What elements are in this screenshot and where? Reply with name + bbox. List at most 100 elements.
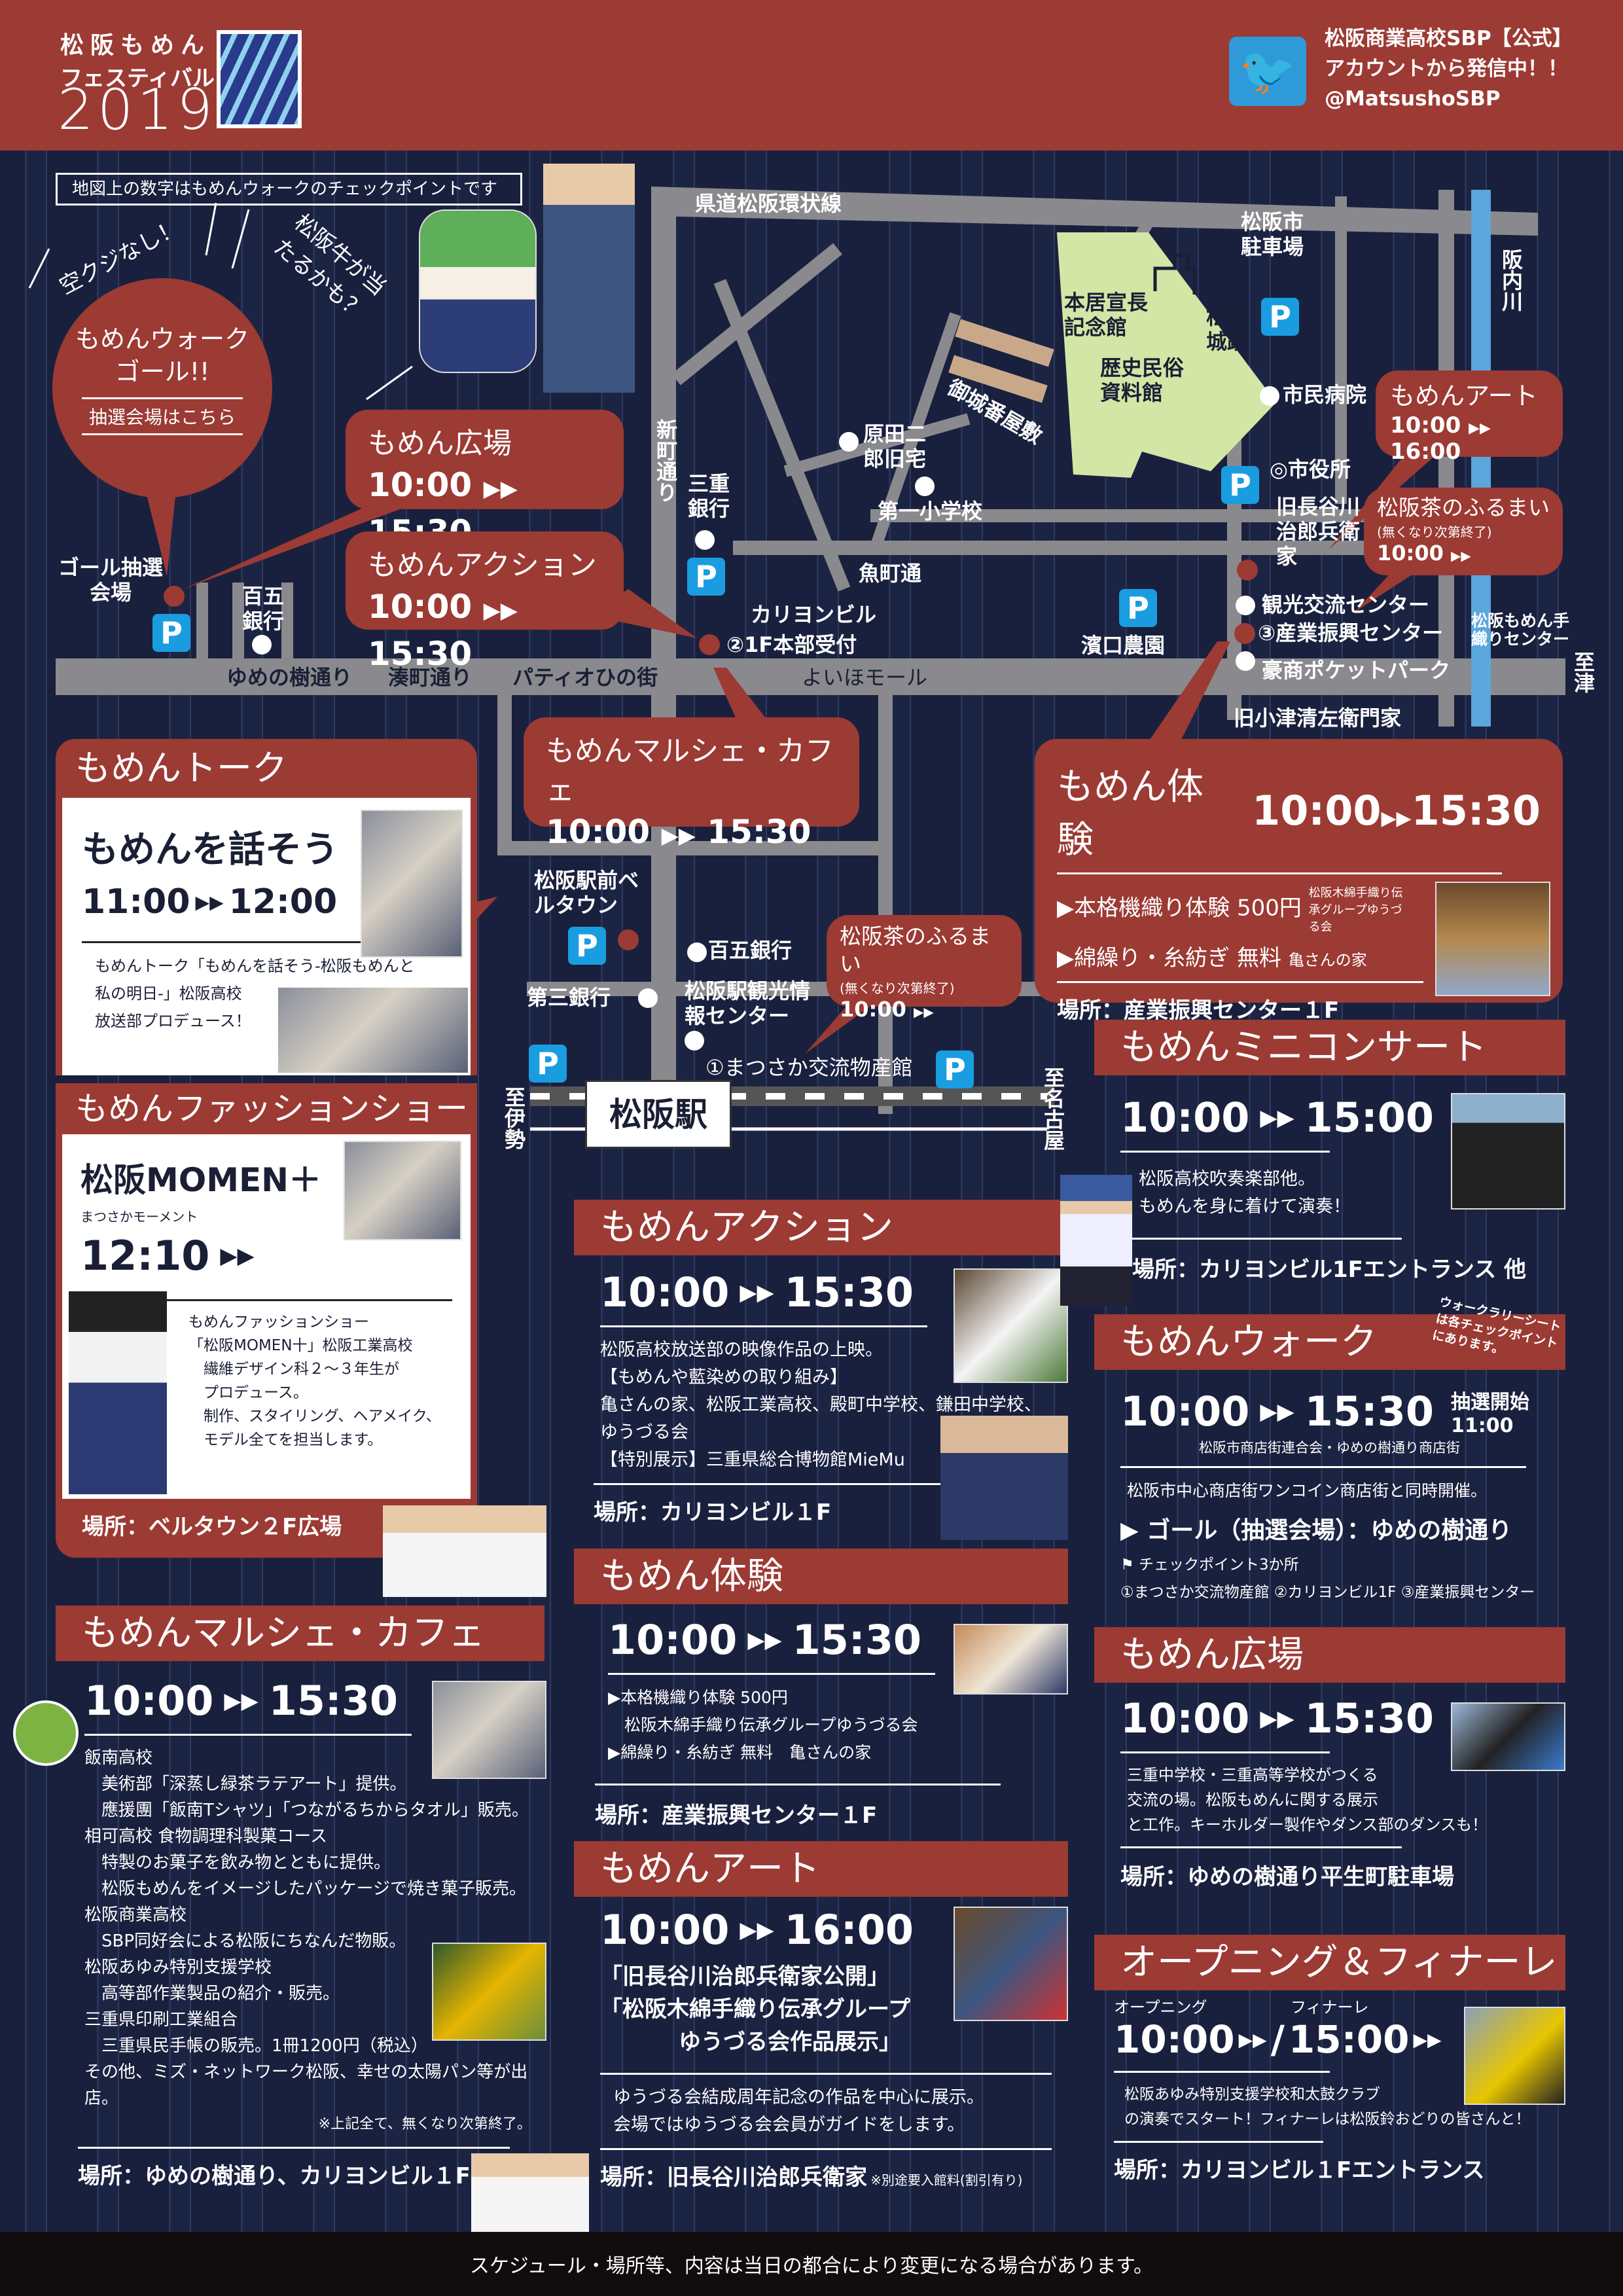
dance-photo bbox=[1451, 1702, 1565, 1771]
art-line: ゆうづる会結成周年記念の作品を中心に展示。 bbox=[613, 2087, 984, 2108]
place: 場所：ベルタウン２F広場 bbox=[82, 1514, 342, 1540]
twitter-line2: アカウントから発信中！！ bbox=[1325, 57, 1568, 81]
end-time: 15:30 bbox=[1304, 1388, 1435, 1435]
end-time: 12:00 bbox=[228, 882, 338, 922]
marche-line: 高等部作業製品の紹介・販売。 bbox=[84, 1984, 340, 2003]
label-mie-bank: 三重銀行 bbox=[688, 471, 730, 521]
double-arrow-icon: ▶▶ bbox=[224, 1687, 259, 1714]
start-time: 10:00 bbox=[368, 466, 473, 504]
finale-label: フィナーレ bbox=[1291, 1998, 1369, 2017]
start-time: 10:00 bbox=[1120, 1388, 1250, 1435]
label-castle: 松坂城跡 bbox=[1206, 304, 1249, 354]
label-checkpoint-1: ①まつさか交流物産館 bbox=[705, 1055, 913, 1080]
double-arrow-icon: ▶▶ bbox=[220, 1242, 255, 1269]
double-arrow-icon: ▶▶ bbox=[1469, 420, 1491, 437]
label-to-ise: 至伊勢 bbox=[501, 1086, 526, 1149]
bubble-note: (無くなり次第終了) bbox=[840, 980, 955, 996]
gojoban-building bbox=[955, 319, 1054, 367]
start-time: 10:00 bbox=[1252, 786, 1382, 834]
fashion-desc: 制作、スタイリング、ヘアメイク、 bbox=[188, 1408, 441, 1425]
checkpoint-dot bbox=[1234, 623, 1255, 644]
opening-time: 10:00 bbox=[1114, 2017, 1235, 2062]
parking-icon: P bbox=[1261, 298, 1299, 336]
goal-bubble-line1: もめんウォーク bbox=[75, 325, 249, 353]
river bbox=[1471, 190, 1491, 726]
poi-dot bbox=[839, 432, 859, 452]
poi-dot bbox=[1236, 596, 1255, 615]
bubble-title: 松阪茶のふるまい bbox=[1377, 495, 1550, 520]
place: 場所：カリヨンビル１F bbox=[594, 1499, 832, 1526]
label-teori: 松阪もめん手織りセンター bbox=[1471, 611, 1570, 649]
double-arrow-icon: ▶▶ bbox=[1381, 806, 1412, 830]
bubble-title: もめんマルシェ・カフェ bbox=[546, 734, 834, 807]
double-arrow-icon: ▶▶ bbox=[1260, 1398, 1294, 1425]
dress-photo bbox=[954, 1907, 1068, 2021]
poi-dot bbox=[685, 1031, 704, 1050]
marche-line: 相可高校 食物調理科製菓コース bbox=[84, 1827, 327, 1846]
double-arrow-icon: ▶▶ bbox=[1451, 548, 1471, 564]
road-uomachi bbox=[733, 541, 1450, 555]
item-2: ▶綿繰り・糸紡ぎ 無料 bbox=[1057, 945, 1281, 971]
twitter-bird-icon[interactable]: 🐦 bbox=[1229, 37, 1306, 106]
talk-desc: もめんトーク「もめんを話そう-松阪もめんと bbox=[95, 957, 415, 975]
spinning-photo bbox=[954, 1624, 1068, 1695]
road-diag2 bbox=[713, 279, 851, 592]
end-time: 15:00 bbox=[1304, 1094, 1435, 1141]
tea2-tail bbox=[805, 1001, 877, 1054]
fashion-card: 松阪MOMEN＋ まつさかモーメント 12:10▶▶ もめんファッションショー … bbox=[62, 1134, 471, 1499]
poi-dot bbox=[915, 476, 935, 496]
model-photo bbox=[69, 1291, 167, 1494]
start-time: 10:00 bbox=[1120, 1094, 1250, 1141]
label-checkpoint-2: ②1F本部受付 bbox=[726, 632, 857, 657]
double-arrow-icon: ▶▶ bbox=[747, 1626, 782, 1653]
section-header: もめんウォーク bbox=[1094, 1314, 1412, 1370]
taiken-tail bbox=[1145, 641, 1230, 746]
double-arrow-icon: ▶▶ bbox=[914, 1004, 934, 1020]
art-title: 「旧長谷川治郎兵衛家公開」 bbox=[600, 1964, 889, 1990]
action-line: 【特別展示】三重県総合博物館MieMu bbox=[600, 1450, 905, 1470]
gojoban-building bbox=[948, 355, 1048, 403]
start-time: 10:00 bbox=[1390, 412, 1461, 439]
fashion-desc: もめんファッションショー bbox=[188, 1314, 369, 1331]
bubble-title: もめんアクション bbox=[368, 548, 597, 582]
bubble-hiroba: もめん広場 10:00 ▶▶ 15:30 bbox=[346, 410, 624, 551]
start-time: 10:00 bbox=[84, 1677, 214, 1725]
section-header-extension bbox=[1412, 1314, 1565, 1370]
poi-dot bbox=[252, 635, 272, 655]
start-time: 10:00 bbox=[1120, 1695, 1250, 1742]
road-diag4 bbox=[871, 312, 961, 545]
poi-dot bbox=[687, 942, 707, 962]
road-diag3 bbox=[783, 413, 971, 477]
label-hamaguchi: 濱口農園 bbox=[1081, 633, 1166, 658]
poi-dot bbox=[1260, 386, 1279, 406]
talk-desc: 私の明日-」松阪高校 bbox=[95, 984, 242, 1003]
marche-line: 美術部「深蒸し緑茶ラテアート」提供。 bbox=[84, 1774, 407, 1794]
double-arrow-icon: ▶▶ bbox=[1413, 2028, 1442, 2051]
kimono-woman-photo bbox=[543, 164, 635, 393]
cotton-photo bbox=[954, 1268, 1068, 1383]
label-kanko: 観光交流センター bbox=[1262, 592, 1430, 617]
road-v8 bbox=[281, 583, 293, 661]
label-daisan: 第三銀行 bbox=[527, 985, 611, 1010]
road-shinmachi bbox=[651, 190, 676, 1086]
parking-icon: P bbox=[568, 927, 606, 965]
label-carillon: カリヨンビル bbox=[751, 602, 877, 627]
checkpoint-title: チェックポイント3か所 bbox=[1138, 1556, 1299, 1573]
marche-line: 特製のお菓子を飲み物とともに提供。 bbox=[84, 1853, 391, 1873]
label-checkpoint-3: ③産業振興センター bbox=[1258, 620, 1444, 645]
castle-icon bbox=[1153, 253, 1196, 295]
place-note: ※別途要入館料(割引有り) bbox=[870, 2172, 1023, 2188]
start-time: 10:00 bbox=[840, 997, 906, 1022]
bubble-title: もめん広場 bbox=[368, 427, 512, 460]
latte-photo bbox=[432, 1681, 546, 1779]
label-uomachi: 魚町通 bbox=[859, 561, 922, 586]
goal-tail bbox=[144, 484, 177, 576]
marche-note: ※上記全て、無くなり次第終了。 bbox=[318, 2116, 531, 2132]
broadcast-students-photo bbox=[940, 1416, 1068, 1540]
opening-label: オープニング bbox=[1114, 1998, 1207, 2017]
twitter-handle[interactable]: @MatsushoSBP bbox=[1325, 87, 1501, 111]
label-yumenoki: ゆめの樹通り bbox=[226, 665, 353, 690]
road-upper bbox=[870, 509, 1446, 522]
label-patio: パティオひの街 bbox=[512, 665, 658, 690]
label-city-hall: ◎市役所 bbox=[1270, 457, 1351, 482]
